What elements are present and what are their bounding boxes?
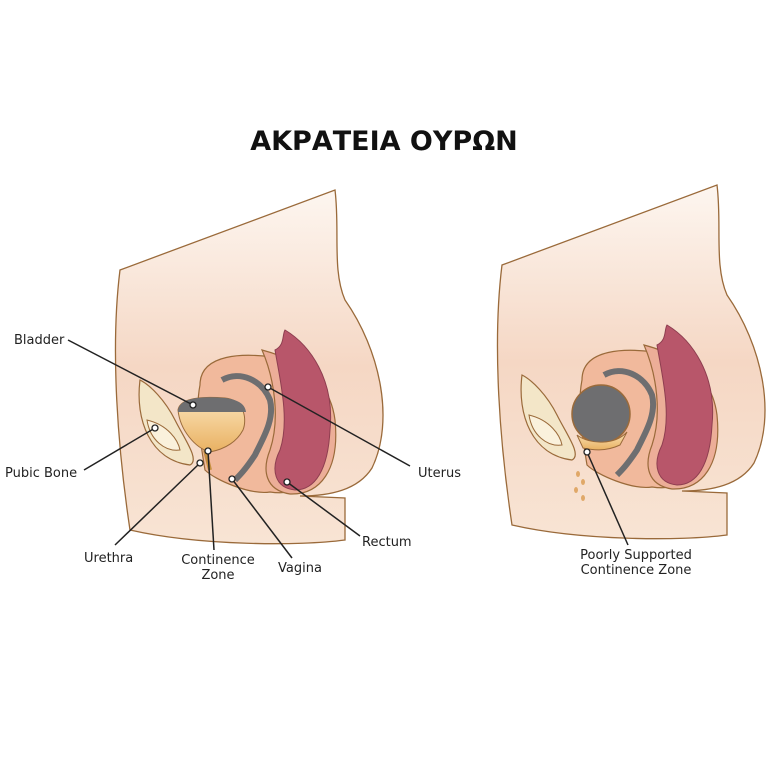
weak-pelvis xyxy=(497,185,765,539)
label-rectum: Rectum xyxy=(362,535,412,550)
label-pubic-bone: Pubic Bone xyxy=(5,466,77,481)
label-poorly-supported-line2: Continence Zone xyxy=(581,563,692,578)
label-continence-zone-line2: Zone xyxy=(201,568,234,583)
leak-drops xyxy=(574,471,585,501)
bladder-weak xyxy=(571,384,631,444)
label-continence-zone-line1: Continence xyxy=(181,553,255,568)
label-poorly-supported-line1: Poorly Supported xyxy=(580,548,692,563)
label-points xyxy=(151,383,591,486)
label-vagina: Vagina xyxy=(278,561,322,576)
label-bladder: Bladder xyxy=(14,333,65,348)
diagram-title: ΑΚΡΑΤΕΙΑ ΟΥΡΩΝ xyxy=(250,126,518,157)
bladder-air xyxy=(178,397,246,412)
leader-lines xyxy=(67,339,629,559)
label-uterus: Uterus xyxy=(418,466,461,481)
normal-pelvis xyxy=(115,190,383,544)
label-urethra: Urethra xyxy=(84,551,133,566)
